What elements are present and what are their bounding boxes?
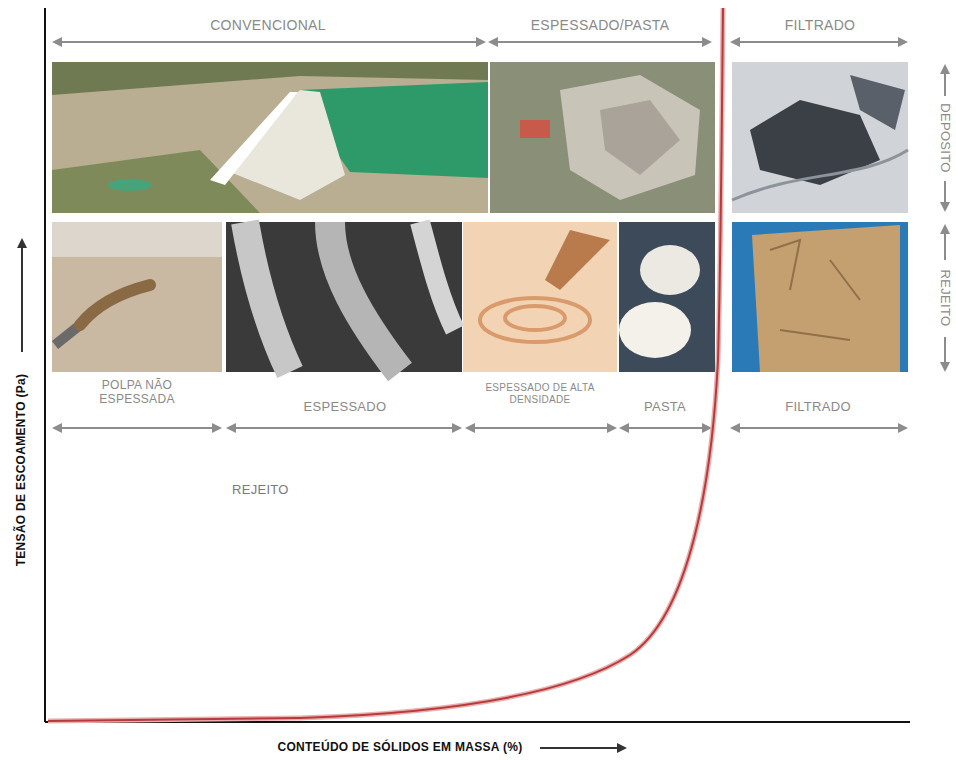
photo-paste (619, 222, 715, 372)
range-arrow (621, 427, 710, 429)
photo-ground (52, 222, 222, 372)
photo-hose (245, 222, 290, 372)
photo-filtered-cake (732, 222, 908, 372)
tailings-type-label: ESPESSADO (304, 400, 387, 415)
axis-title: TENSÃO DE ESCOAMENTO (Pa) (15, 374, 29, 567)
range-arrow (944, 226, 946, 260)
photo-dam-crest (210, 92, 298, 185)
tailings-type-label: POLPA NÃO ESPESSADA (82, 379, 192, 407)
photo-swirl (480, 298, 590, 342)
y-axis (44, 8, 46, 722)
photo-ground (619, 222, 715, 372)
photo-pile (750, 100, 880, 185)
photo-unthickened-slurry (52, 222, 222, 372)
row-label: DEPOSITO (938, 103, 953, 172)
tailings-type-label: PASTA (644, 400, 686, 415)
photo-paste-stack (490, 62, 715, 213)
photo-paste-blob (640, 245, 700, 295)
photo-hose (420, 222, 455, 330)
photo-stack (560, 75, 700, 200)
photo-pour (545, 230, 610, 290)
axis-arrow (540, 747, 625, 749)
photo-filtered-deposit (732, 62, 908, 213)
photo-pile (850, 75, 905, 130)
range-arrow (54, 427, 220, 429)
category-label: FILTRADO (785, 17, 856, 33)
axis-title: CONTEÚDO DE SÓLIDOS EM MASSA (%) (277, 741, 522, 755)
range-arrow (732, 427, 906, 429)
photo-ground (463, 222, 617, 372)
range-arrow (228, 427, 460, 429)
photo-ground (226, 222, 462, 372)
photo-ground (490, 62, 715, 213)
tailings-type-label: ESPESSADO DE ALTA DENSIDADE (470, 382, 610, 405)
photo-small-pond (108, 179, 152, 191)
range-arrow (944, 66, 946, 96)
photo-conventional-dam (52, 62, 488, 213)
photo-swirl (505, 306, 565, 330)
yield-stress-curve (48, 8, 723, 721)
category-label: ESPESSADO/PASTA (531, 17, 670, 33)
tailings-type-label: FILTRADO (785, 400, 851, 415)
range-arrow (490, 41, 710, 43)
photo-cracks (770, 240, 860, 340)
range-arrow (944, 337, 946, 370)
photo-ground (732, 222, 908, 372)
category-label: CONVENCIONAL (210, 17, 326, 33)
photo-paste-blob (619, 302, 691, 358)
photo-hose (330, 222, 400, 372)
photo-high-density (463, 222, 617, 372)
photo-road (732, 150, 908, 200)
yield-stress-curve-halo (48, 8, 723, 721)
photo-ground (52, 62, 488, 213)
axis-arrow (21, 240, 23, 352)
photo-plant (520, 120, 550, 138)
range-arrow (467, 427, 615, 429)
photo-stack-inner (600, 100, 680, 175)
range-arrow (732, 41, 906, 43)
photo-cake (752, 225, 900, 372)
range-arrow (944, 181, 946, 210)
group-label: REJEITO (232, 483, 289, 498)
row-label: REJEITO (938, 270, 953, 327)
photo-slurry-jet (80, 285, 150, 325)
photo-ground (732, 62, 908, 213)
range-arrow (54, 41, 484, 43)
photo-sky (52, 222, 222, 257)
photo-thickened-hoses (226, 222, 462, 372)
